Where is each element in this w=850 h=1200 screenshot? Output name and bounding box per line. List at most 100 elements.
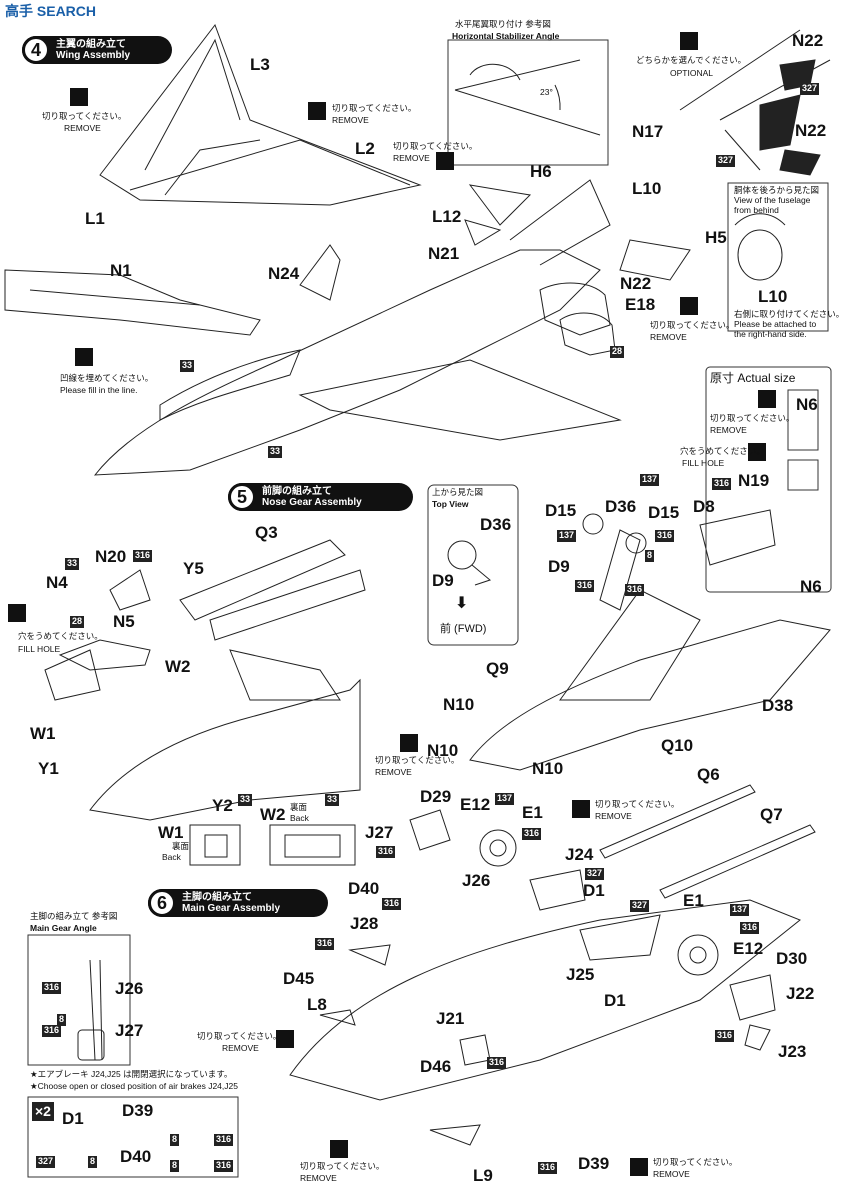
main-gear-angle-jp: 主脚の組み立て 参考図 — [30, 911, 118, 921]
part-label: N22 — [620, 274, 652, 293]
fill-hole-en: FILL HOLE — [682, 458, 725, 468]
remove-note-jp: 切り取ってください。 — [650, 320, 735, 330]
part-label: D40 — [348, 879, 380, 898]
part-label: W1 — [158, 823, 184, 842]
paint-code: 33 — [180, 360, 195, 372]
knife-icon — [308, 102, 326, 120]
part-label: N17 — [632, 122, 664, 141]
remove-note-en: REMOVE — [332, 115, 369, 125]
optional-icon — [680, 32, 698, 50]
canopy-back-en: Back — [290, 813, 309, 823]
fill-hole-en: FILL HOLE — [18, 644, 61, 654]
part-label: N24 — [268, 264, 300, 283]
part-label: N19 — [738, 471, 770, 490]
remove-note-en: REMOVE — [300, 1173, 337, 1183]
canopy-back-en: Back — [162, 852, 181, 862]
part-label: D38 — [762, 696, 794, 715]
fill-line-jp: 凹線を埋めてください。 — [60, 373, 154, 383]
paint-code: 316 — [214, 1160, 234, 1172]
paint-code: 316 — [625, 584, 645, 596]
remove-note-jp: 切り取ってください。 — [375, 755, 460, 765]
step-number: 6 — [148, 889, 176, 917]
part-label: D36 — [480, 515, 512, 534]
top-view-jp: 上から見た図 — [432, 487, 484, 497]
part-label: L12 — [432, 207, 462, 226]
part-label: J25 — [566, 965, 595, 984]
fill-icon — [75, 348, 93, 366]
part-label: Y5 — [183, 559, 204, 578]
part-label: J21 — [436, 1009, 465, 1028]
paint-code: 327 — [585, 868, 605, 880]
part-label: L3 — [250, 55, 270, 74]
paint-code: 316 — [133, 550, 153, 562]
optional-en: OPTIONAL — [670, 68, 713, 78]
part-label: D1 — [604, 991, 626, 1010]
paint-code: 137 — [557, 530, 577, 542]
paint-code: 316 — [382, 898, 402, 910]
step-title-en: Nose Gear Assembly — [262, 497, 362, 508]
part-label: D1 — [583, 881, 605, 900]
part-label: L2 — [355, 139, 375, 158]
paint-code: 33 — [65, 558, 80, 570]
paint-code: 327 — [716, 155, 736, 167]
remove-note-jp: 切り取ってください。 — [42, 111, 127, 121]
step-title-en: Main Gear Assembly — [182, 903, 281, 914]
part-label: N1 — [110, 261, 132, 280]
optional-jp: どちらかを選んでください。 — [636, 55, 747, 65]
fill-icon — [748, 443, 766, 461]
stab-angle-title-jp: 水平尾翼取り付け 参考図 — [455, 19, 551, 29]
paint-code: 28 — [70, 616, 85, 628]
part-label: L8 — [307, 995, 327, 1014]
part-label: Q3 — [255, 523, 278, 542]
remove-note-jp: 切り取ってください。 — [393, 141, 478, 151]
paint-code: 8 — [170, 1134, 180, 1146]
paint-code: 8 — [57, 1014, 67, 1026]
remove-note-en: REMOVE — [653, 1169, 690, 1179]
fill-hole-jp: 穴をうめてください。 — [680, 446, 765, 456]
remove-note-en: REMOVE — [393, 153, 430, 163]
knife-icon — [276, 1030, 294, 1048]
part-label: L1 — [85, 209, 105, 228]
knife-icon — [758, 390, 776, 408]
part-label: E18 — [625, 295, 656, 314]
paint-code: 316 — [522, 828, 542, 840]
part-label: J22 — [786, 984, 815, 1003]
stab-angle-title-en: Horizontal Stabilizer Angle — [452, 31, 560, 41]
part-label: N21 — [428, 244, 460, 263]
paint-code: 33 — [325, 794, 340, 806]
knife-icon — [400, 734, 418, 752]
part-label: J26 — [115, 979, 144, 998]
step-title-en: Wing Assembly — [56, 50, 130, 61]
part-label: W1 — [30, 724, 56, 743]
actual-size-jp: 原寸 — [710, 371, 735, 385]
step-title-jp: 主翼の組み立て — [56, 38, 126, 50]
step-title-jp: 前脚の組み立て — [262, 485, 332, 497]
remove-note-en: REMOVE — [375, 767, 412, 777]
part-label: Y1 — [38, 759, 59, 778]
part-label: D9 — [432, 571, 454, 590]
part-label: Q9 — [486, 659, 509, 678]
paint-code: 327 — [800, 83, 820, 95]
paint-code: 8 — [645, 550, 655, 562]
part-label: L10 — [632, 179, 662, 198]
remove-note-jp: 切り取ってください。 — [653, 1157, 738, 1167]
remove-note-jp: 切り取ってください。 — [595, 799, 680, 809]
fill-hole-jp: 穴をうめてください。 — [18, 631, 103, 641]
paint-code: 316 — [42, 1025, 62, 1037]
part-label: D39 — [578, 1154, 610, 1173]
paint-code: 316 — [575, 580, 595, 592]
step-number: 5 — [228, 483, 256, 511]
paint-code: 33 — [238, 794, 253, 806]
knife-icon — [680, 297, 698, 315]
paint-code: 137 — [730, 904, 750, 916]
paint-code: 28 — [610, 346, 625, 358]
part-label: N6 — [796, 395, 818, 414]
part-label: D15 — [648, 503, 680, 522]
airbrake-note-jp: ★エアブレーキ J24,J25 は開閉選択になっています。 — [30, 1069, 233, 1079]
part-label: Q6 — [697, 765, 720, 784]
part-label: N6 — [800, 577, 822, 596]
knife-icon — [572, 800, 590, 818]
